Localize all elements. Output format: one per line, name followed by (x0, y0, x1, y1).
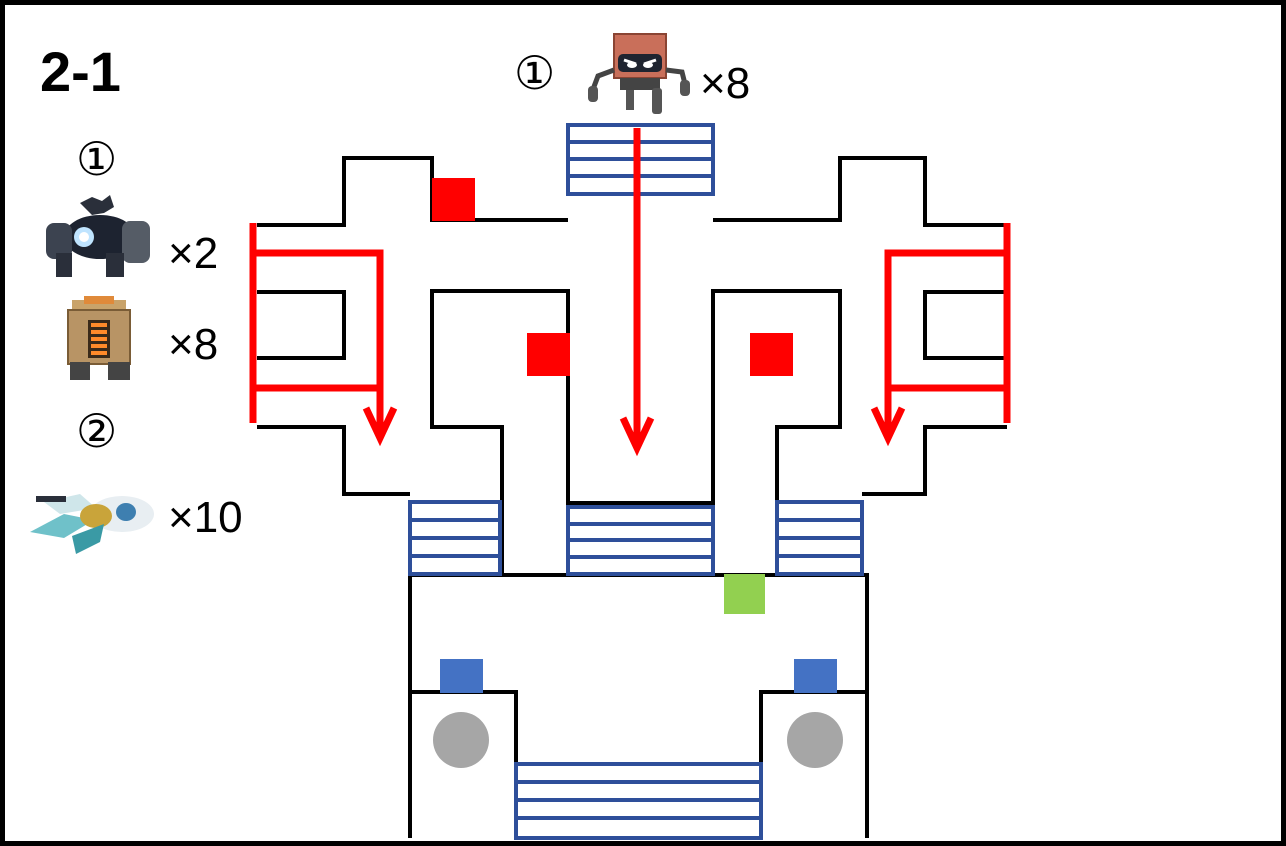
spaceship-drone-count: ×10 (168, 493, 243, 542)
blocks (432, 178, 843, 768)
left-path-arrow (253, 249, 384, 392)
pillar-right (787, 712, 843, 768)
right-path-arrow (884, 249, 1007, 392)
top-enemy-count: ×8 (700, 59, 751, 108)
stair-right (775, 500, 864, 576)
top-wave-marker: ① (514, 47, 556, 99)
enemy-paths (249, 128, 1011, 457)
stair-left (408, 500, 502, 576)
mech-robot-count: ×2 (168, 229, 219, 278)
deploy-tile-left (440, 659, 483, 693)
goal-tile (724, 574, 765, 614)
wall-right-bottom (862, 425, 1007, 496)
wall-right-notch (923, 290, 1007, 360)
stage-title: 2-1 (40, 40, 121, 103)
mech-robot-icon (46, 195, 150, 277)
stair-center (566, 505, 715, 576)
deploy-tile-right (794, 659, 837, 693)
spaceship-drone-icon (30, 494, 154, 554)
wall-top-right (713, 156, 1007, 227)
red-tile-top (432, 178, 475, 221)
pillar-left (433, 712, 489, 768)
cargo-box-robot-icon (67, 296, 131, 380)
box-head-robot-icon (588, 33, 690, 114)
red-tile-mid-right (750, 333, 793, 376)
wall-top-left (257, 156, 568, 227)
walls (257, 156, 1007, 838)
wall-inner-left (430, 289, 842, 575)
stair-bottom (514, 762, 763, 840)
red-tile-mid-left (527, 333, 570, 376)
wave1-marker: ① (76, 133, 118, 185)
wave2-marker: ② (76, 405, 118, 457)
cargo-box-robot-count: ×8 (168, 320, 219, 369)
wall-left-notch (257, 290, 346, 360)
wall-left-bottom (257, 425, 410, 496)
